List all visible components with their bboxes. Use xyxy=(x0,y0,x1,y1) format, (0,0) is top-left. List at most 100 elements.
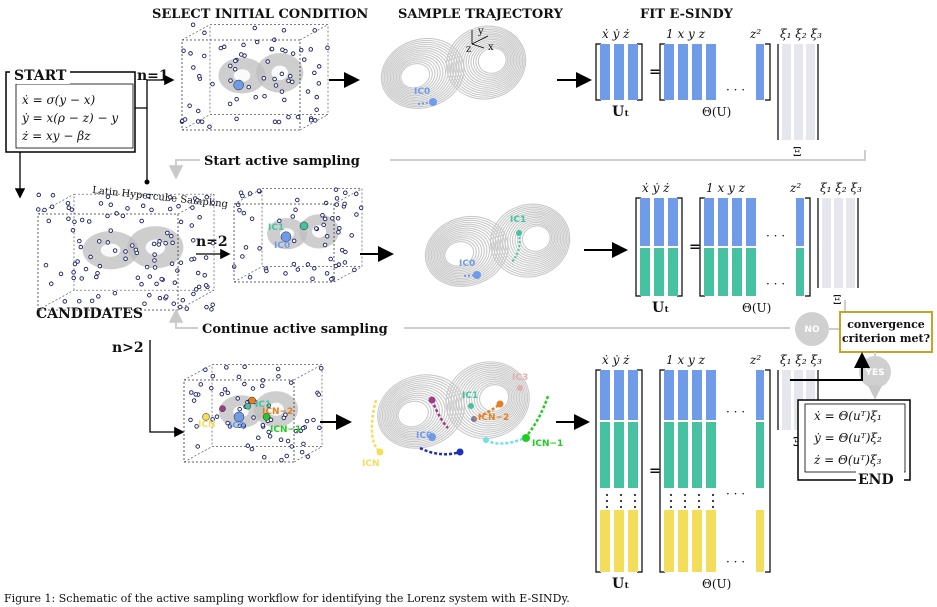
result-eq-2: ẏ = Θ(uᵀ)ξ₂ xyxy=(813,431,882,445)
matrix-n1-theta-label: Θ(U) xyxy=(702,105,731,119)
matrix-n3-xi-header: ξ₁ ξ₂ ξ₃ xyxy=(780,353,822,367)
vdot-4-1 xyxy=(684,500,686,502)
matrix-n3-z2: z² xyxy=(749,353,761,367)
cube3-icn1-label: ICN−1 xyxy=(270,425,301,435)
matrix-n1-dots-0: · · · xyxy=(726,83,745,97)
vdot-1-1 xyxy=(620,500,622,502)
vdot-6-1 xyxy=(712,500,714,502)
end-box: ẋ = Θ(uᵀ)ξ₁ ẏ = Θ(uᵀ)ξ₂ ż = Θ(uᵀ)ξ₃ END xyxy=(797,399,911,488)
result-eq-3: ż = Θ(uᵀ)ξ₃ xyxy=(813,453,882,467)
vdot-6-2 xyxy=(712,506,714,508)
cube3-ic0-label: IC0 xyxy=(229,421,245,431)
arrow-start-active-sampling xyxy=(168,150,866,180)
row-label-n-gt-2: n>2 xyxy=(112,340,144,356)
ic0-label-n2: IC0 xyxy=(459,259,475,269)
matrix-n1-xi-header: ξ₁ ξ₂ ξ₃ xyxy=(780,27,822,41)
icn2-label: ICN−2 xyxy=(478,413,509,423)
matrix-n2-dots-1: · · · xyxy=(766,277,785,291)
matrix-n3-dots-0: · · · xyxy=(726,405,745,419)
icn-marker xyxy=(376,448,384,456)
matrix-n3-U-label: Uₜ xyxy=(612,576,629,592)
lorenz-eq-3: ż = xy − βz xyxy=(21,129,91,143)
caption: Figure 1: Schematic of the active sampli… xyxy=(4,592,570,605)
matrix-n1-equals: = xyxy=(649,64,661,80)
vdot-2-0 xyxy=(634,494,636,496)
arrow-candidates-to-n3 xyxy=(149,340,185,438)
matrix-n3-theta-header: 1 x y z xyxy=(666,353,706,367)
matrix-n1-U-label: Uₜ xyxy=(612,104,629,120)
ic3-marker xyxy=(517,385,523,391)
attractor-n2: IC0 IC1 xyxy=(424,203,571,287)
matrix-n2-theta-label: Θ(U) xyxy=(742,301,771,315)
vdot-0-1 xyxy=(606,500,608,502)
cube2-ic0-label: IC0 xyxy=(274,241,290,251)
axis-z-label: z xyxy=(466,44,471,55)
cube-n3 xyxy=(183,364,324,463)
vdot-5-2 xyxy=(698,506,700,508)
vdot-3-0 xyxy=(670,494,672,496)
arrow-fit3-to-convergence xyxy=(790,352,870,381)
matrix-n2-z2: z² xyxy=(789,181,801,195)
end-label: END xyxy=(858,472,894,488)
matrix-n2-theta-header: 1 x y z xyxy=(706,181,746,195)
icn1-marker xyxy=(522,434,530,442)
matrix-n2-xi-label: Ξ xyxy=(833,293,841,307)
convergence-box: convergence criterion met? xyxy=(839,311,933,353)
icn1-label: ICN−1 xyxy=(532,439,563,449)
vdot-4-0 xyxy=(684,494,686,496)
matrix-n3-xi-label: Ξ xyxy=(793,435,801,449)
vdot-2-2 xyxy=(634,506,636,508)
no-node xyxy=(795,312,829,346)
header-select-initial-condition: SELECT INITIAL CONDITION xyxy=(152,7,368,22)
vdot-3-1 xyxy=(670,500,672,502)
cube3-ic1-label: IC1 xyxy=(255,400,271,410)
ic0-label-n3: IC0 xyxy=(416,431,432,441)
continue-active-sampling-label: Continue active sampling xyxy=(202,322,388,337)
ic1-label-n2: IC1 xyxy=(510,215,526,225)
vdot-1-2 xyxy=(620,506,622,508)
cyan-marker xyxy=(483,437,489,443)
cube-n2 xyxy=(231,187,364,283)
start-active-sampling-label: Start active sampling xyxy=(204,154,360,169)
vdot-5-1 xyxy=(698,500,700,502)
matrix-n3-dots-2: · · · xyxy=(726,555,745,569)
matrix-n1-xi-label: Ξ xyxy=(793,145,801,159)
cube3-icn2-label: ICN−2 xyxy=(262,407,293,417)
no-label: NO xyxy=(804,325,820,335)
vdot-4-2 xyxy=(684,506,686,508)
cube-n1 xyxy=(179,22,330,131)
matrix-n3-dots-1: · · · xyxy=(726,487,745,501)
result-eq-1: ẋ = Θ(uᵀ)ξ₁ xyxy=(814,409,882,423)
axis-y-label: y xyxy=(477,26,484,37)
matrix-n3-lhs-header: ẋ ẏ ż xyxy=(602,353,630,367)
start-label: START xyxy=(14,68,67,84)
lorenz-eq-1: ẋ = σ(y − x) xyxy=(22,93,96,107)
vdot-0-2 xyxy=(606,506,608,508)
header-sample-trajectory: SAMPLE TRAJECTORY xyxy=(398,7,564,22)
ic0-label-n1: IC0 xyxy=(414,87,430,97)
arrow-continue-active-sampling xyxy=(168,308,790,329)
vdot-6-0 xyxy=(712,494,714,496)
navy-marker xyxy=(456,448,464,456)
vdot-2-1 xyxy=(634,500,636,502)
ic1-label-n3: IC1 xyxy=(462,391,478,401)
axis-x-label: x xyxy=(488,42,494,53)
vdot-3-2 xyxy=(670,506,672,508)
yes-label: YES xyxy=(864,368,884,378)
vdot-0-0 xyxy=(606,494,608,496)
candidates-label: CANDIDATES xyxy=(36,306,143,322)
arrow-start-to-n1 xyxy=(135,74,175,109)
vdot-1-0 xyxy=(620,494,622,496)
ic0-marker-n3 xyxy=(428,433,436,441)
cube-candidates xyxy=(35,192,216,312)
lorenz-eq-2: ẏ = x(ρ − z) − y xyxy=(21,111,118,125)
ic3-label: IC3 xyxy=(512,373,528,383)
matrix-n2-equals: = xyxy=(689,239,701,255)
vdot-5-0 xyxy=(698,494,700,496)
matrix-n2-lhs-header: ẋ ẏ ż xyxy=(642,181,670,195)
